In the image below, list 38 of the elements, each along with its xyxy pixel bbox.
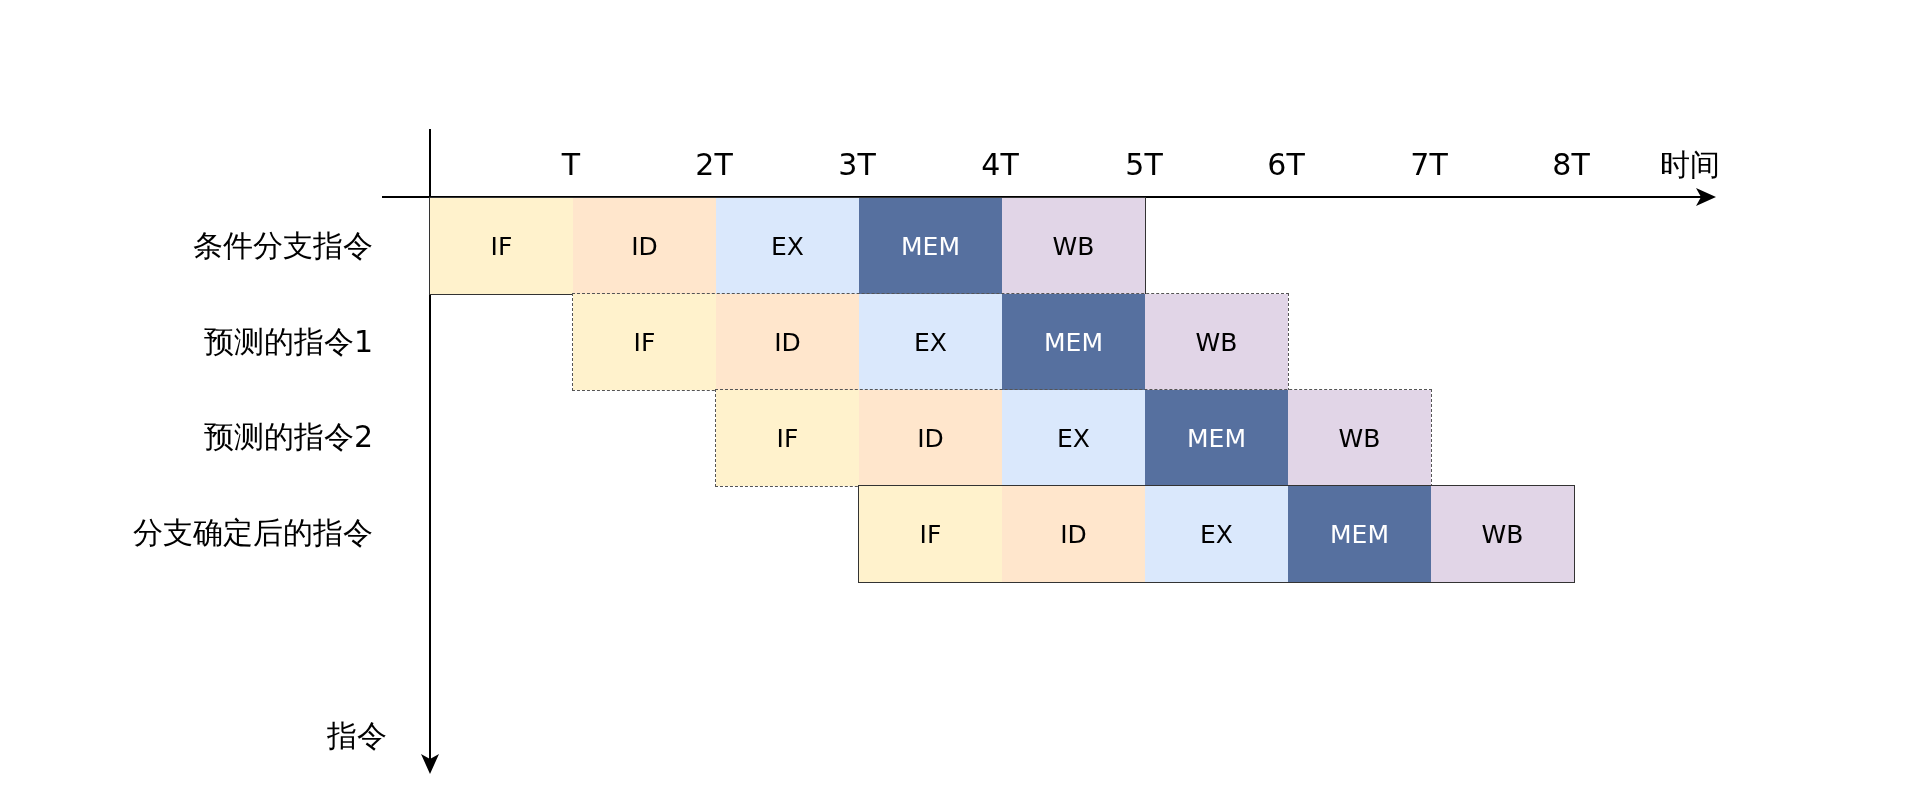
stage-cell: EX: [1002, 390, 1145, 486]
stage-cell: ID: [1002, 486, 1145, 582]
stage-cell: ID: [716, 294, 859, 390]
stage-cell: WB: [1288, 390, 1431, 486]
row-label: 预测的指令2: [203, 422, 373, 452]
stage-cell: EX: [859, 294, 1002, 390]
tick-label: 7T: [1410, 150, 1448, 180]
stage-cell: EX: [1145, 486, 1288, 582]
row-label: 分支确定后的指令: [133, 518, 373, 548]
stage-cell: MEM: [1288, 486, 1431, 582]
pipeline-row-box: [716, 390, 1431, 486]
stage-cell: IF: [859, 486, 1002, 582]
stage-cell: WB: [1145, 294, 1288, 390]
stage-cell: WB: [1002, 198, 1145, 294]
tick-label: 6T: [1267, 150, 1305, 180]
row-label: 预测的指令1: [203, 327, 373, 357]
stage-cell: IF: [430, 198, 573, 294]
tick-label: 5T: [1125, 150, 1163, 180]
stage-cell: WB: [1431, 486, 1574, 582]
stage-cell: IF: [716, 390, 859, 486]
tick-label: 4T: [981, 150, 1019, 180]
pipeline-row-box: [859, 486, 1574, 582]
stage-cell: MEM: [1002, 294, 1145, 390]
stage-cell: ID: [859, 390, 1002, 486]
row-label: 条件分支指令: [193, 231, 373, 261]
stage-cell: EX: [716, 198, 859, 294]
tick-label: 2T: [695, 150, 733, 180]
stage-cell: IF: [573, 294, 716, 390]
stage-cell: MEM: [859, 198, 1002, 294]
pipeline-row-box: [573, 294, 1288, 390]
tick-label: T: [561, 150, 581, 180]
tick-label: 3T: [838, 150, 876, 180]
axis-label: 时间: [1660, 150, 1720, 180]
pipeline-row-box: [430, 198, 1145, 294]
stage-cell: ID: [573, 198, 716, 294]
axis-label: 指令: [327, 721, 387, 751]
stage-cell: MEM: [1145, 390, 1288, 486]
tick-label: 8T: [1552, 150, 1590, 180]
